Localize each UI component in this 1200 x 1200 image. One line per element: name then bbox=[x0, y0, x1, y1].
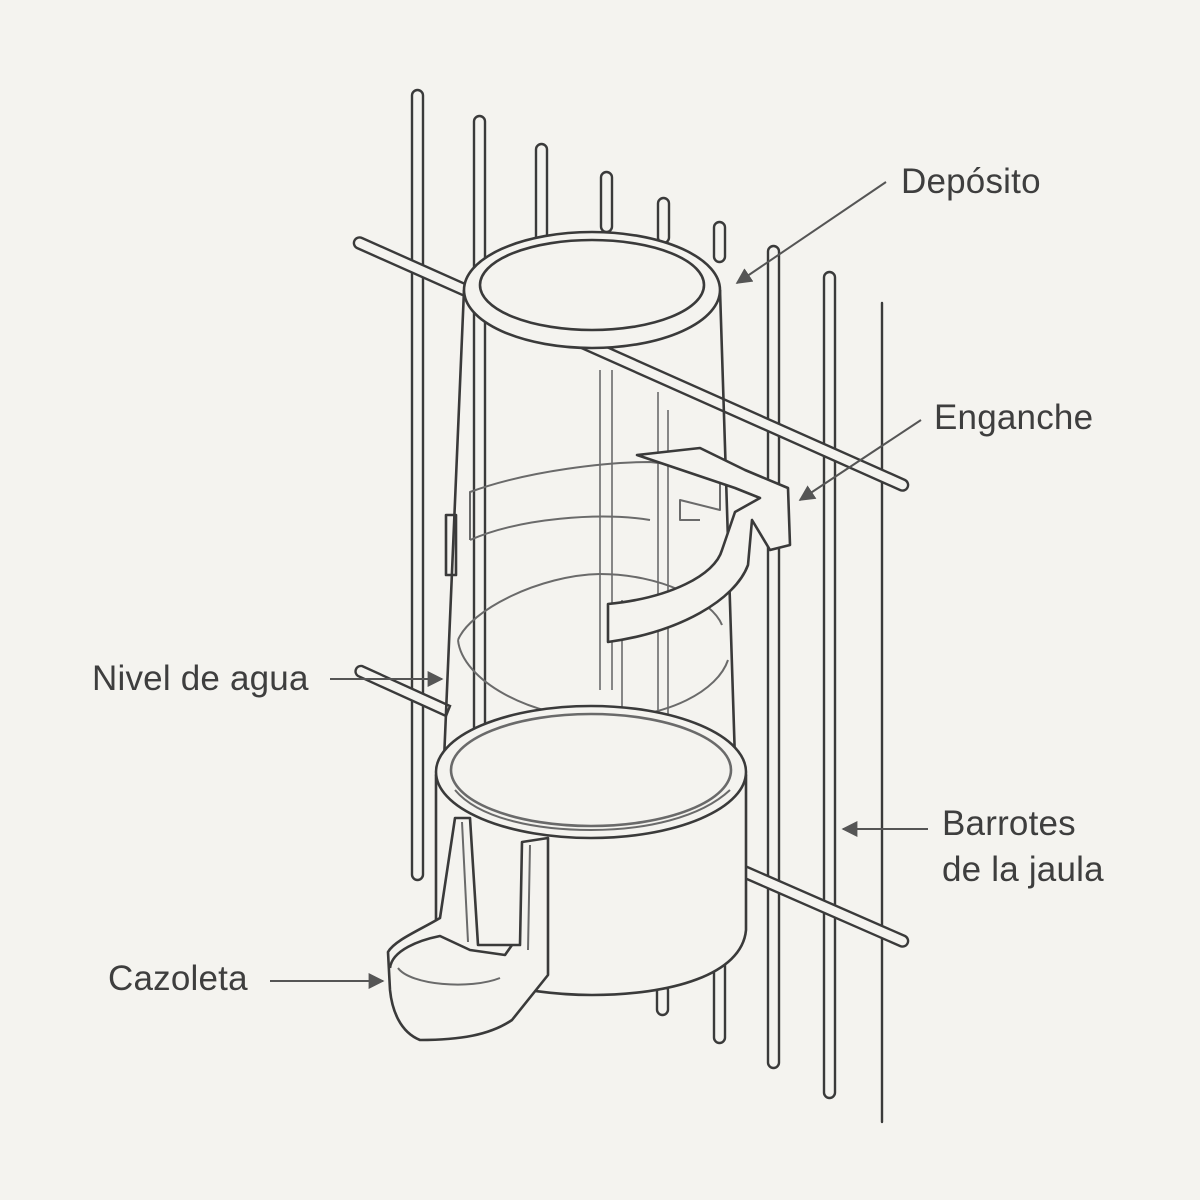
base-rim-outer bbox=[434, 704, 748, 840]
cage-bar bbox=[822, 270, 837, 1100]
leader-deposito bbox=[735, 181, 887, 284]
label-deposito: Depósito bbox=[901, 162, 1041, 201]
label-enganche: Enganche bbox=[934, 398, 1094, 437]
cage-bars bbox=[410, 88, 884, 1124]
label-barrotes-line1: Barrotes bbox=[942, 804, 1076, 843]
label-barrotes: Barrotes de la jaula bbox=[942, 801, 1104, 893]
cup bbox=[386, 816, 550, 1042]
hook-clip bbox=[444, 446, 792, 644]
label-cazoleta: Cazoleta bbox=[108, 959, 248, 998]
reservoir-top-inner bbox=[478, 238, 706, 332]
cage-bar bbox=[534, 142, 549, 246]
reservoir-body bbox=[442, 289, 737, 761]
reservoir-top-outer bbox=[462, 230, 722, 350]
label-nivel-agua: Nivel de agua bbox=[92, 659, 309, 698]
crossbar-bottom bbox=[738, 864, 910, 948]
leader-lines bbox=[270, 181, 928, 989]
cage-bar bbox=[410, 88, 425, 882]
cage-bar bbox=[766, 244, 781, 1070]
crossbar-middle bbox=[354, 664, 452, 718]
leader-enganche bbox=[798, 419, 922, 501]
base-rim-inner bbox=[449, 712, 733, 828]
cage-bar bbox=[599, 170, 614, 234]
base bbox=[434, 704, 748, 997]
label-barrotes-line2: de la jaula bbox=[942, 850, 1104, 889]
cage-bar bbox=[712, 220, 727, 1045]
